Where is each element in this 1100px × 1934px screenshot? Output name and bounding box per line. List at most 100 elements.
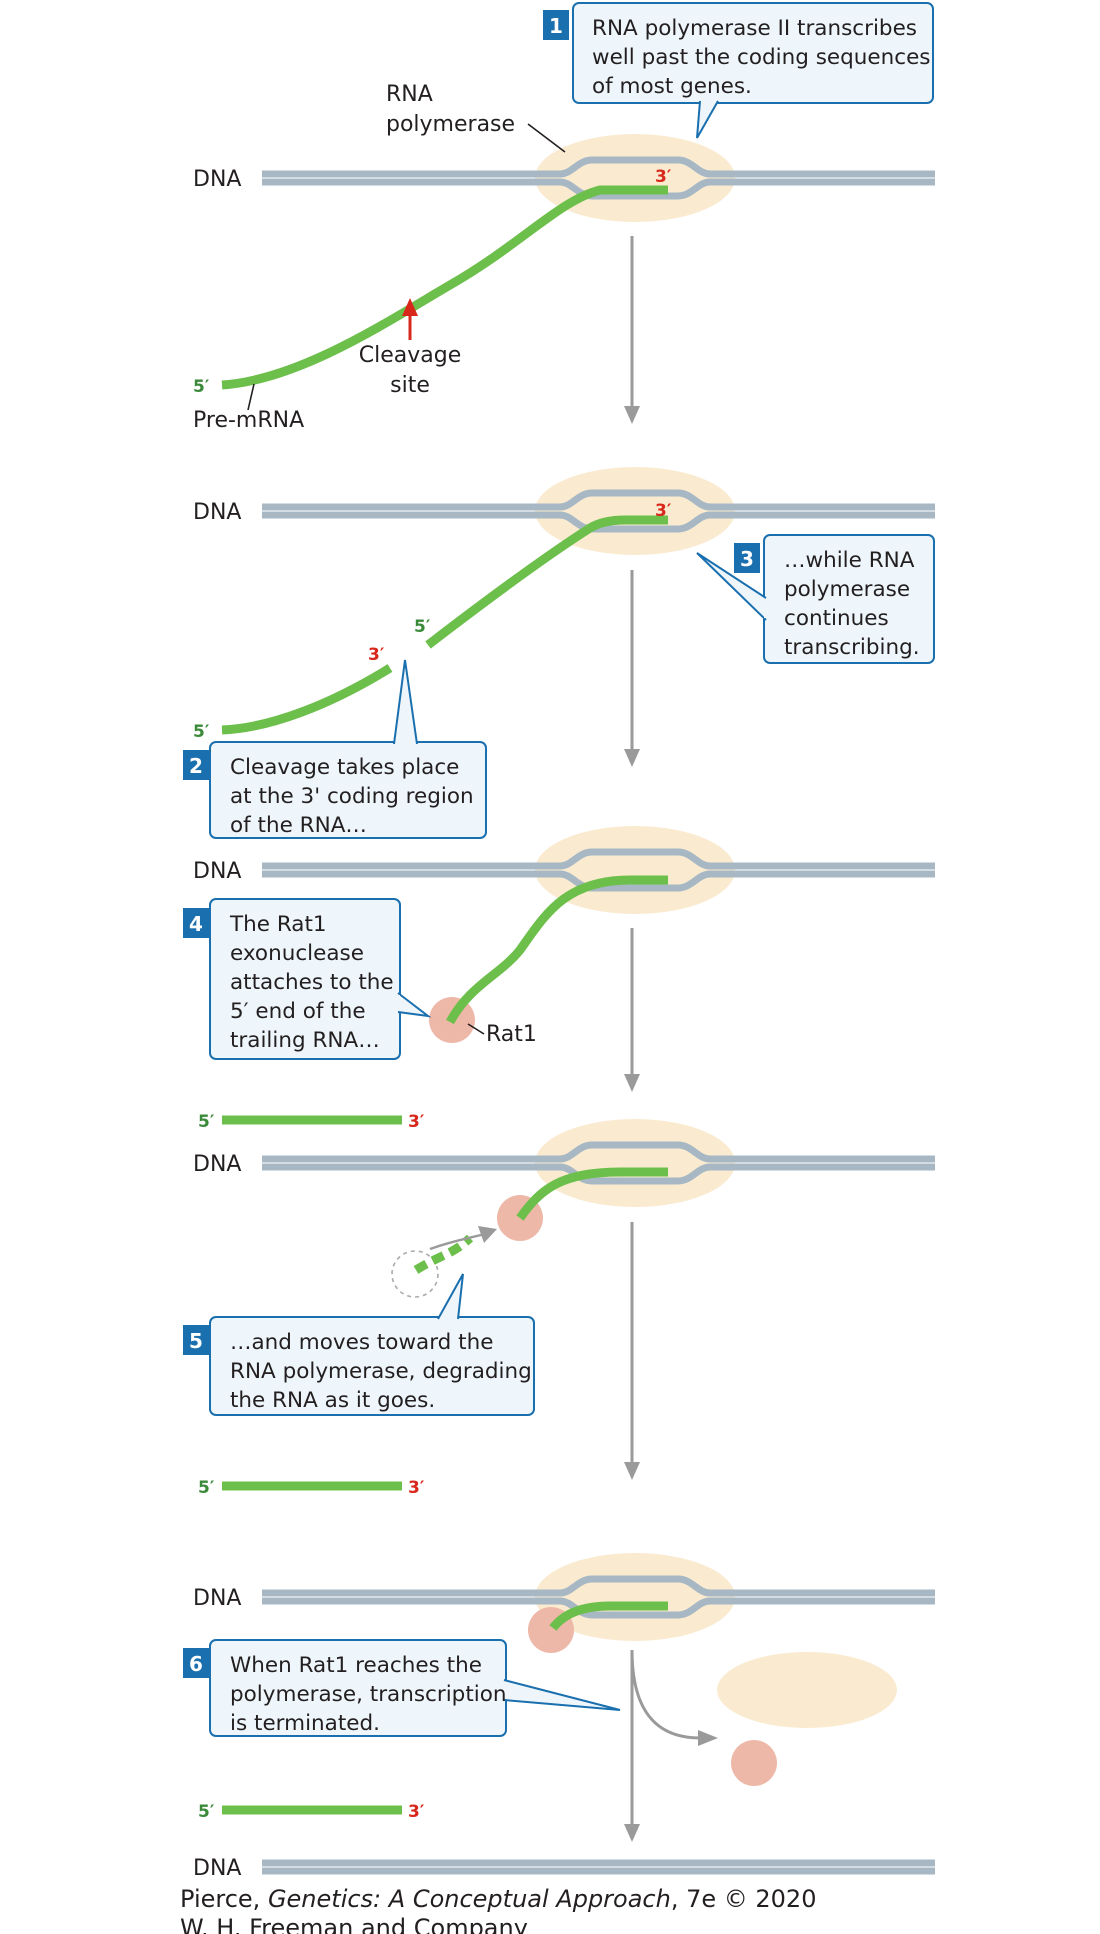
five-prime-5: 5′ [198, 1478, 215, 1498]
dna-strand-2-bottom [262, 511, 935, 533]
callout-step-1-line-1: RNA polymerase II transcribes [592, 16, 917, 41]
callout-step-6-number-box [183, 1648, 209, 1678]
callout-step-4-line-3: attaches to the [230, 970, 394, 995]
rna-layer [221, 185, 668, 1815]
credit-line-1: Pierce, Genetics: A Conceptual Approach,… [180, 1885, 816, 1913]
dna-label-final: DNA [193, 1856, 241, 1881]
callout-step-4-number-box [183, 908, 209, 938]
dna-strand-6-bottom [262, 1597, 935, 1619]
callout-step-6-line-2: polymerase, transcription [230, 1682, 507, 1707]
callout-step-1-line-3: of most genes. [592, 74, 752, 99]
callout-step-4-line-5: trailing RNA… [230, 1028, 380, 1053]
callout-step-6-pointer [503, 1679, 621, 1711]
callout-step-1-number-box [543, 10, 569, 40]
callout-step-5-line-2: RNA polymerase, degrading [230, 1359, 532, 1384]
transcription-bubble-layer [262, 156, 935, 1619]
callout-step-2-number: 2 [189, 754, 203, 778]
five-prime-cleaved-2: 5′ [414, 617, 431, 637]
pre-mrna-leader [247, 383, 255, 411]
callout-step-5-box [209, 1316, 535, 1416]
release-arrow-head [698, 1730, 718, 1746]
callout-step-6-number: 6 [189, 1652, 203, 1676]
callout-step-1-pointer [696, 100, 719, 139]
credit-book-title: Genetics: A Conceptual Approach [268, 1885, 671, 1913]
five-prime-7: 5′ [198, 1802, 215, 1822]
rna-polymerase-4 [535, 1119, 735, 1207]
callout-step-3-number: 3 [740, 547, 754, 571]
credit-author: Pierce, [180, 1885, 268, 1913]
callout-step-3-line-3: continues [784, 606, 889, 631]
callout-step-5-number-box [183, 1325, 209, 1355]
callout-step-2-line-2: at the 3' coding region [230, 784, 474, 809]
rat1-label-3: Rat1 [486, 1022, 537, 1047]
cleavage-label-line2: site [390, 373, 430, 398]
callout-step-4-box [209, 898, 401, 1060]
credit-layer: Pierce, Genetics: A Conceptual Approach,… [180, 1885, 816, 1934]
dna-strand-6-top [262, 1575, 935, 1597]
callout-step-4-line-1: The Rat1 [229, 912, 327, 937]
callout-step-5-number: 5 [189, 1329, 203, 1353]
dna-label-1: DNA [193, 167, 241, 192]
callout-step-2-line-1: Cleavage takes place [230, 755, 459, 780]
callout-step-6-line-3: is terminated. [230, 1711, 380, 1736]
callout-step-2-pointer [393, 659, 418, 745]
cleaved-rna-2 [221, 664, 393, 735]
three-prime-7: 3′ [408, 1802, 425, 1822]
five-prime-2: 5′ [193, 722, 210, 742]
callout-step-3-line-4: transcribing. [784, 635, 920, 660]
callout-step-4-line-4: 5′ end of the [230, 999, 366, 1024]
callout-step-4-number: 4 [189, 912, 203, 936]
callout-step-5-line-3: the RNA as it goes. [230, 1388, 435, 1413]
three-prime-cleaved-2: 3′ [368, 645, 385, 665]
rat1-movement-arrow-head [478, 1226, 497, 1243]
rat1-leader-3 [467, 1023, 485, 1035]
dna-strand-3-bottom [262, 870, 935, 892]
callout-step-2-line-3: of the RNA… [230, 813, 367, 838]
degraded-rna-4 [413, 1234, 474, 1274]
trailing-rna-3 [446, 875, 668, 1025]
dna-label-4: DNA [193, 1152, 241, 1177]
degrading-rna-4 [516, 1167, 668, 1221]
callout-step-2-number-box [183, 750, 209, 780]
callout-step-5-line-1: …and moves toward the [230, 1330, 493, 1355]
dna-strand-1-bottom [262, 178, 935, 200]
credit-edition: , 7e © 2020 [671, 1885, 817, 1913]
three-prime-1: 3′ [655, 167, 672, 187]
five-prime-4: 5′ [198, 1112, 215, 1132]
rat1-previous-position-4 [391, 1250, 439, 1298]
rna-polymerase-leader [527, 123, 566, 153]
dna-strand-1-top [262, 156, 935, 178]
step-arrow-2-head [624, 749, 640, 767]
five-prime-1: 5′ [193, 377, 210, 397]
callout-step-5-pointer [437, 1273, 464, 1320]
rna-polymerase-6 [535, 1553, 735, 1641]
dna-layer [262, 1859, 935, 1875]
callout-step-2: 2 Cleavage takes place at the 3' coding re… [183, 659, 487, 839]
callout-step-6-line-1: When Rat1 reaches the [230, 1653, 482, 1678]
callout-step-3-pointer [696, 552, 767, 621]
callout-step-1-line-2: well past the coding sequences [592, 45, 931, 70]
callout-step-3-number-box [734, 543, 760, 573]
dna-label-2: DNA [193, 500, 241, 525]
credit-line-2: W. H. Freeman and Company [180, 1914, 528, 1934]
release-arrow-shaft [630, 1649, 701, 1740]
callout-step-3-line-2: polymerase [784, 577, 910, 602]
three-prime-4: 3′ [408, 1112, 425, 1132]
arrow-layer [402, 236, 718, 1842]
remaining-rna-6 [549, 1601, 668, 1631]
step-arrow-6-head [624, 1824, 640, 1842]
released-rat1 [731, 1740, 777, 1786]
step-arrow-3-head [624, 1074, 640, 1092]
dna-label-6: DNA [193, 1586, 241, 1611]
cleavage-label-line1: Cleavage [359, 343, 462, 368]
cleavage-arrow-head [402, 298, 418, 316]
transcribing-rna-2 [425, 515, 668, 649]
dna-strand-3-top [262, 848, 935, 870]
dna-strand-4-bottom [262, 1163, 935, 1185]
label-layer: DNARNApolymerase3′5′Pre-mRNACleavagesite… [193, 82, 672, 1881]
